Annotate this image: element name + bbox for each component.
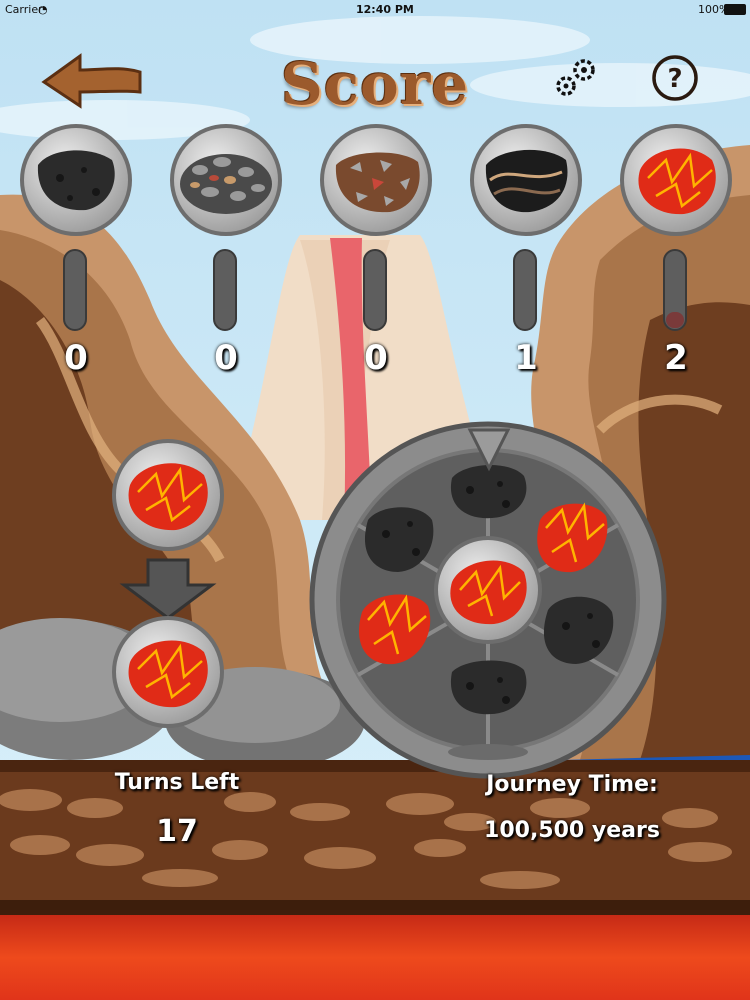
wifi-icon: ◔ bbox=[38, 3, 48, 16]
battery-icon bbox=[724, 4, 746, 15]
tube bbox=[213, 249, 237, 331]
journey-time-label: Journey Time: bbox=[486, 772, 658, 797]
gears-icon bbox=[556, 59, 595, 96]
rock-badge-basalt[interactable] bbox=[20, 124, 132, 236]
rock-count-basalt: 0 bbox=[64, 338, 88, 378]
rock-count-magma: 2 bbox=[664, 338, 688, 378]
score-tubes bbox=[63, 249, 687, 331]
help-button[interactable]: ? bbox=[651, 54, 699, 102]
magma-rock-icon bbox=[450, 560, 527, 625]
basalt-rock-icon bbox=[364, 507, 434, 572]
basalt-rock-icon bbox=[543, 596, 614, 664]
status-bar: Carrier ◔ 12:40 PM 100% bbox=[0, 0, 750, 18]
basalt-rock-icon bbox=[450, 660, 527, 715]
tube bbox=[513, 249, 537, 331]
magma-rock-icon bbox=[537, 502, 608, 573]
page-title: Score bbox=[280, 50, 470, 118]
tube bbox=[63, 249, 87, 331]
settings-button[interactable] bbox=[552, 54, 602, 100]
tube bbox=[663, 249, 687, 331]
wheel-base bbox=[448, 744, 528, 760]
back-button[interactable] bbox=[40, 52, 144, 110]
magma-rock-icon bbox=[128, 640, 208, 708]
question-icon: ? bbox=[652, 55, 698, 101]
arrow-down-icon bbox=[119, 558, 217, 620]
ground-strata bbox=[0, 760, 750, 918]
conglomerate-rock-icon bbox=[180, 154, 272, 214]
clouds bbox=[0, 16, 750, 140]
svg-text:?: ? bbox=[667, 64, 682, 94]
arrow-left-icon bbox=[41, 53, 142, 109]
lava-stream bbox=[330, 238, 372, 520]
rock-badge-breccia[interactable] bbox=[320, 124, 432, 236]
lava-layer bbox=[0, 915, 750, 1000]
rock-badge-conglomerate[interactable] bbox=[170, 124, 282, 236]
rock-count-conglomerate: 0 bbox=[214, 338, 238, 378]
breccia-rock-icon bbox=[335, 152, 420, 213]
rock-count-breccia: 0 bbox=[364, 338, 388, 378]
turns-left-label: Turns Left bbox=[114, 770, 240, 795]
battery-percent: 100% bbox=[698, 3, 730, 16]
magma-rock-icon bbox=[638, 148, 716, 215]
tube bbox=[363, 249, 387, 331]
basalt-rock-icon bbox=[450, 464, 527, 519]
rock-wheel[interactable] bbox=[309, 421, 667, 779]
rock-badge-magma[interactable] bbox=[620, 124, 732, 236]
pointer-icon bbox=[467, 428, 511, 472]
carrier-label: Carrier bbox=[5, 3, 43, 16]
turns-left-value: 17 bbox=[156, 814, 198, 849]
magma-rock-icon bbox=[358, 594, 431, 665]
status-time: 12:40 PM bbox=[356, 3, 414, 16]
current-rock bbox=[112, 439, 224, 551]
rock-badge-banded[interactable] bbox=[470, 124, 582, 236]
rock-count-banded: 1 bbox=[514, 338, 538, 378]
magma-rock-icon bbox=[128, 463, 208, 531]
journey-time-value: 100,500 years bbox=[484, 818, 660, 843]
next-rock bbox=[112, 616, 224, 728]
banded-rock-icon bbox=[485, 149, 568, 213]
